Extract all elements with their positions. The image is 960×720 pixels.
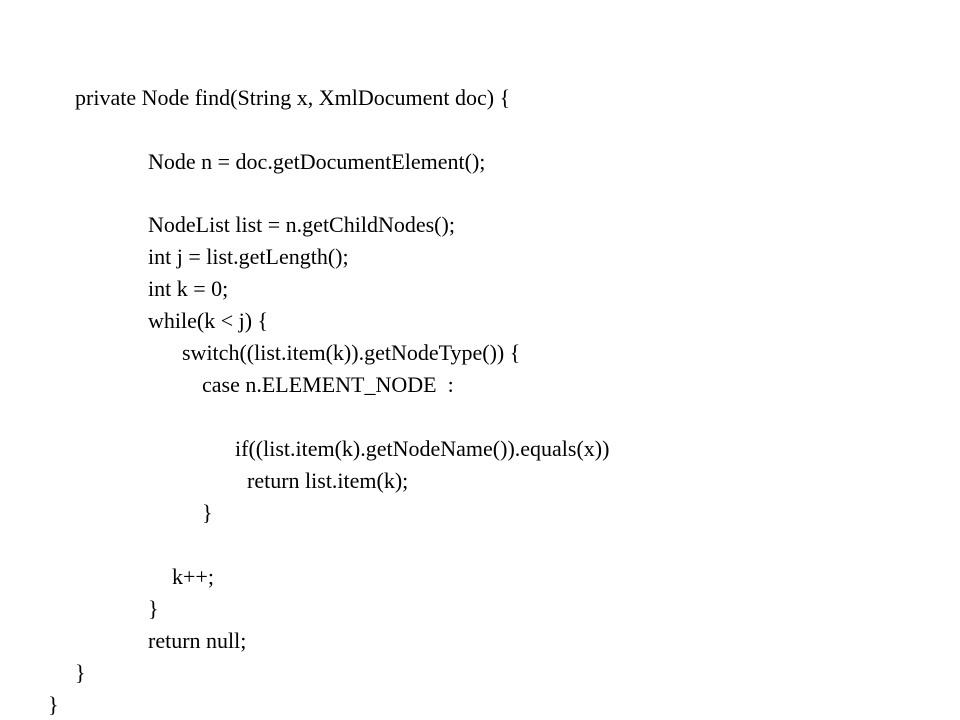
code-line-return-item: return list.item(k);	[247, 468, 409, 493]
code-line-get-child-nodes: NodeList list = n.getChildNodes();	[148, 212, 455, 237]
code-line-close-class: }	[48, 692, 59, 717]
code-line-while: while(k < j) {	[148, 308, 269, 333]
code-line-increment-k: k++;	[172, 564, 214, 589]
code-line-method-signature: private Node find(String x, XmlDocument …	[75, 85, 511, 110]
code-line-close-method: }	[75, 660, 86, 685]
code-line-close-switch: }	[202, 500, 213, 525]
code-line-case-element-node: case n.ELEMENT_NODE :	[202, 372, 454, 397]
code-line-if-equals: if((list.item(k).getNodeName()).equals(x…	[235, 436, 610, 461]
code-line-close-while: }	[148, 596, 159, 621]
code-line-switch: switch((list.item(k)).getNodeType()) {	[182, 340, 521, 365]
code-line-get-document-element: Node n = doc.getDocumentElement();	[148, 149, 486, 174]
code-line-get-length: int j = list.getLength();	[148, 244, 349, 269]
code-line-init-k: int k = 0;	[148, 276, 229, 301]
code-line-return-null: return null;	[148, 628, 247, 653]
